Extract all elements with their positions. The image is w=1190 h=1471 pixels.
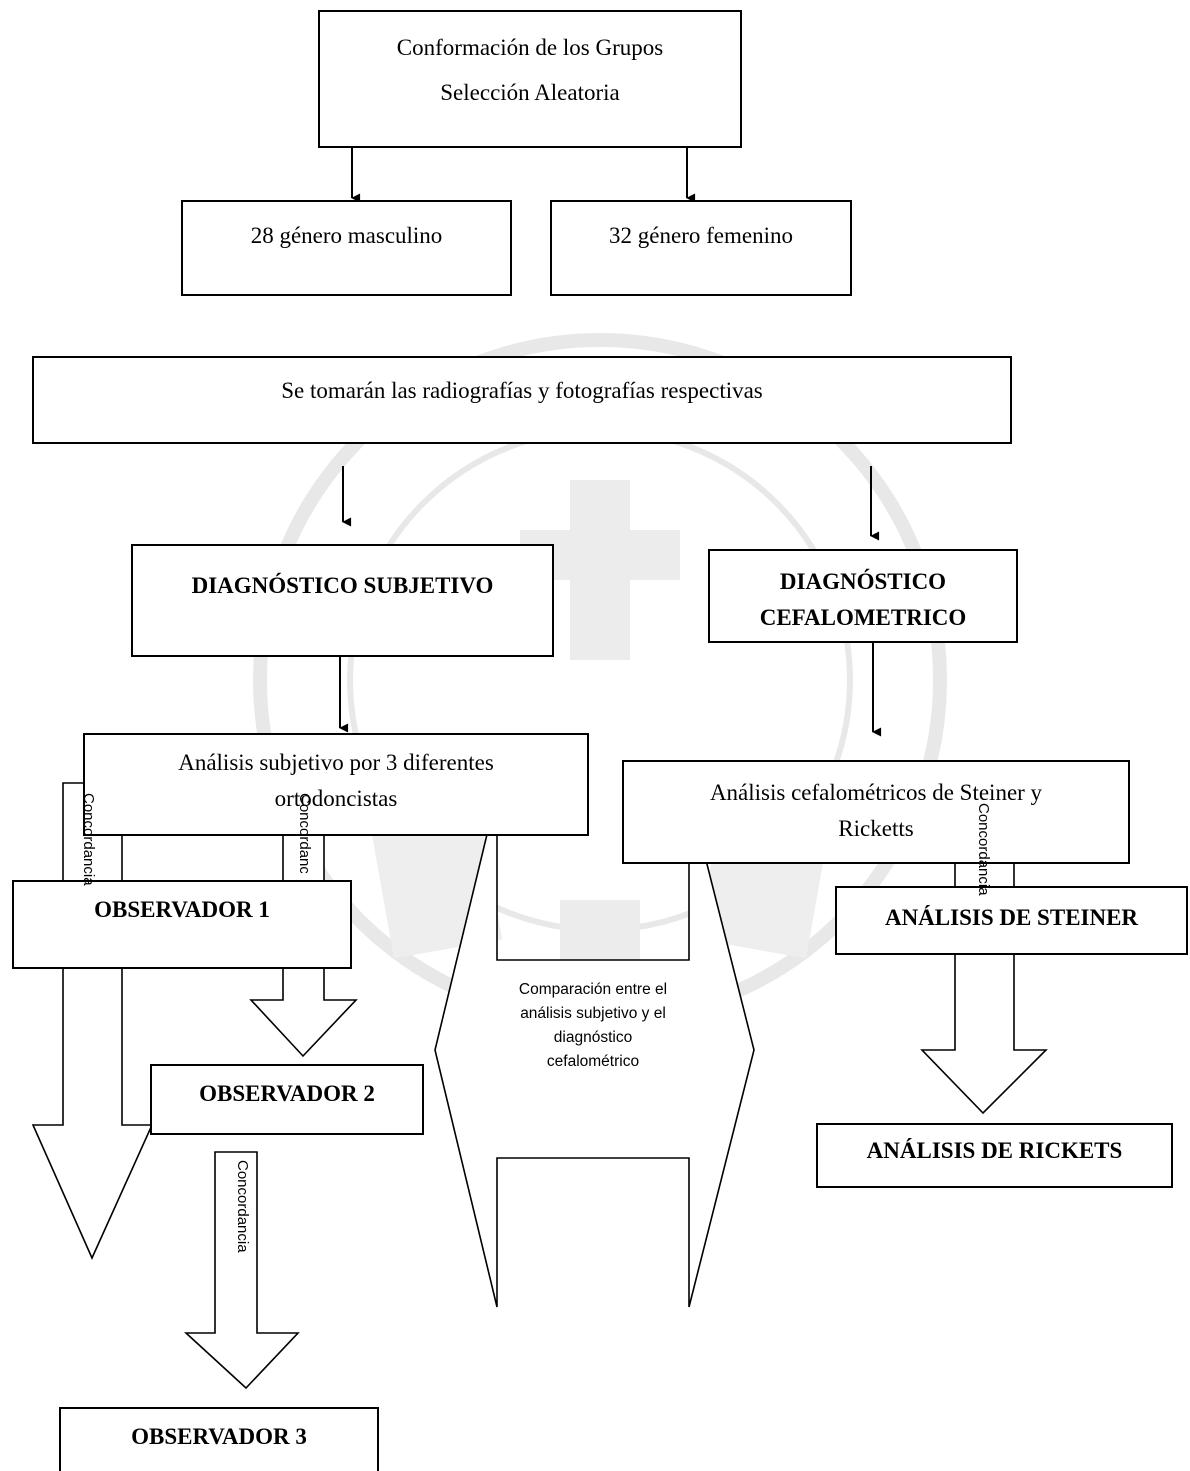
subjective-analysis-line1: Análisis subjetivo por 3 diferentes	[178, 750, 494, 775]
box-group-formation: Conformación de los Grupos Selección Ale…	[318, 10, 742, 148]
box-subjective-analysis: Análisis subjetivo por 3 diferentes orto…	[83, 733, 589, 836]
cephalometric-diagnosis-line1: DIAGNÓSTICO	[779, 569, 947, 594]
box-observer-2: OBSERVADOR 2	[150, 1064, 424, 1135]
box-ricketts: ANÁLISIS DE RICKETS	[816, 1123, 1173, 1188]
concordance-long-label: Concordancia	[81, 793, 96, 886]
cephalometric-analysis-line1: Análisis cefalométricos de Steiner y	[709, 780, 1043, 805]
box-observer-3: OBSERVADOR 3	[59, 1407, 379, 1471]
ricketts-label: ANÁLISIS DE RICKETS	[866, 1138, 1123, 1163]
female-label: 32 género femenino	[609, 223, 793, 248]
box-cephalometric-analysis: Análisis cefalométricos de Steiner y Ric…	[622, 760, 1130, 864]
box-female: 32 género femenino	[550, 200, 852, 296]
concordance-obs2-obs3-label: Concordancia	[235, 1160, 250, 1253]
observer-1-label: OBSERVADOR 1	[94, 897, 270, 922]
comparison-line4: cefalométrico	[546, 1053, 640, 1071]
concordance-obs1-obs2-label: Concordanci	[297, 793, 312, 873]
cephalometric-diagnosis-line2: CEFALOMETRICO	[759, 604, 967, 630]
comparison-line1: Comparación entre el	[518, 981, 668, 998]
box-radiographs: Se tomarán las radiografías y fotografía…	[32, 356, 1012, 444]
steiner-label: ANÁLISIS DE STEINER	[884, 905, 1139, 930]
subjective-diagnosis-title: DIAGNÓSTICO SUBJETIVO	[191, 573, 494, 598]
comparison-line3: diagnóstico	[553, 1029, 633, 1047]
observer-2-label: OBSERVADOR 2	[199, 1081, 375, 1106]
male-label: 28 género masculino	[250, 223, 443, 248]
box-steiner: ANÁLISIS DE STEINER	[835, 886, 1188, 955]
comparison-line2: análisis subjetivo y el	[520, 1005, 666, 1023]
box-male: 28 género masculino	[181, 200, 512, 296]
random-selection-label: Selección Aleatoria	[440, 79, 620, 105]
box-observer-1: OBSERVADOR 1	[12, 880, 352, 969]
radiographs-label: Se tomarán las radiografías y fotografía…	[281, 378, 763, 403]
observer-3-label: OBSERVADOR 3	[131, 1424, 307, 1449]
subjective-analysis-line2: ortodoncistas	[274, 785, 398, 811]
box-subjective-diagnosis: DIAGNÓSTICO SUBJETIVO	[131, 544, 554, 657]
block-arrow-concordance-obs2-obs3	[183, 1151, 300, 1390]
block-arrow-concordance-long	[31, 782, 154, 1260]
group-formation-title: Conformación de los Grupos	[396, 35, 664, 60]
comparison-label: Comparación entre el análisis subjetivo …	[488, 978, 698, 1074]
cephalometric-analysis-line2: Ricketts	[838, 815, 914, 841]
concordance-steiner-ricketts-label: Concordancia	[976, 803, 991, 896]
box-cephalometric-diagnosis: DIAGNÓSTICO CEFALOMETRICO	[708, 549, 1018, 643]
